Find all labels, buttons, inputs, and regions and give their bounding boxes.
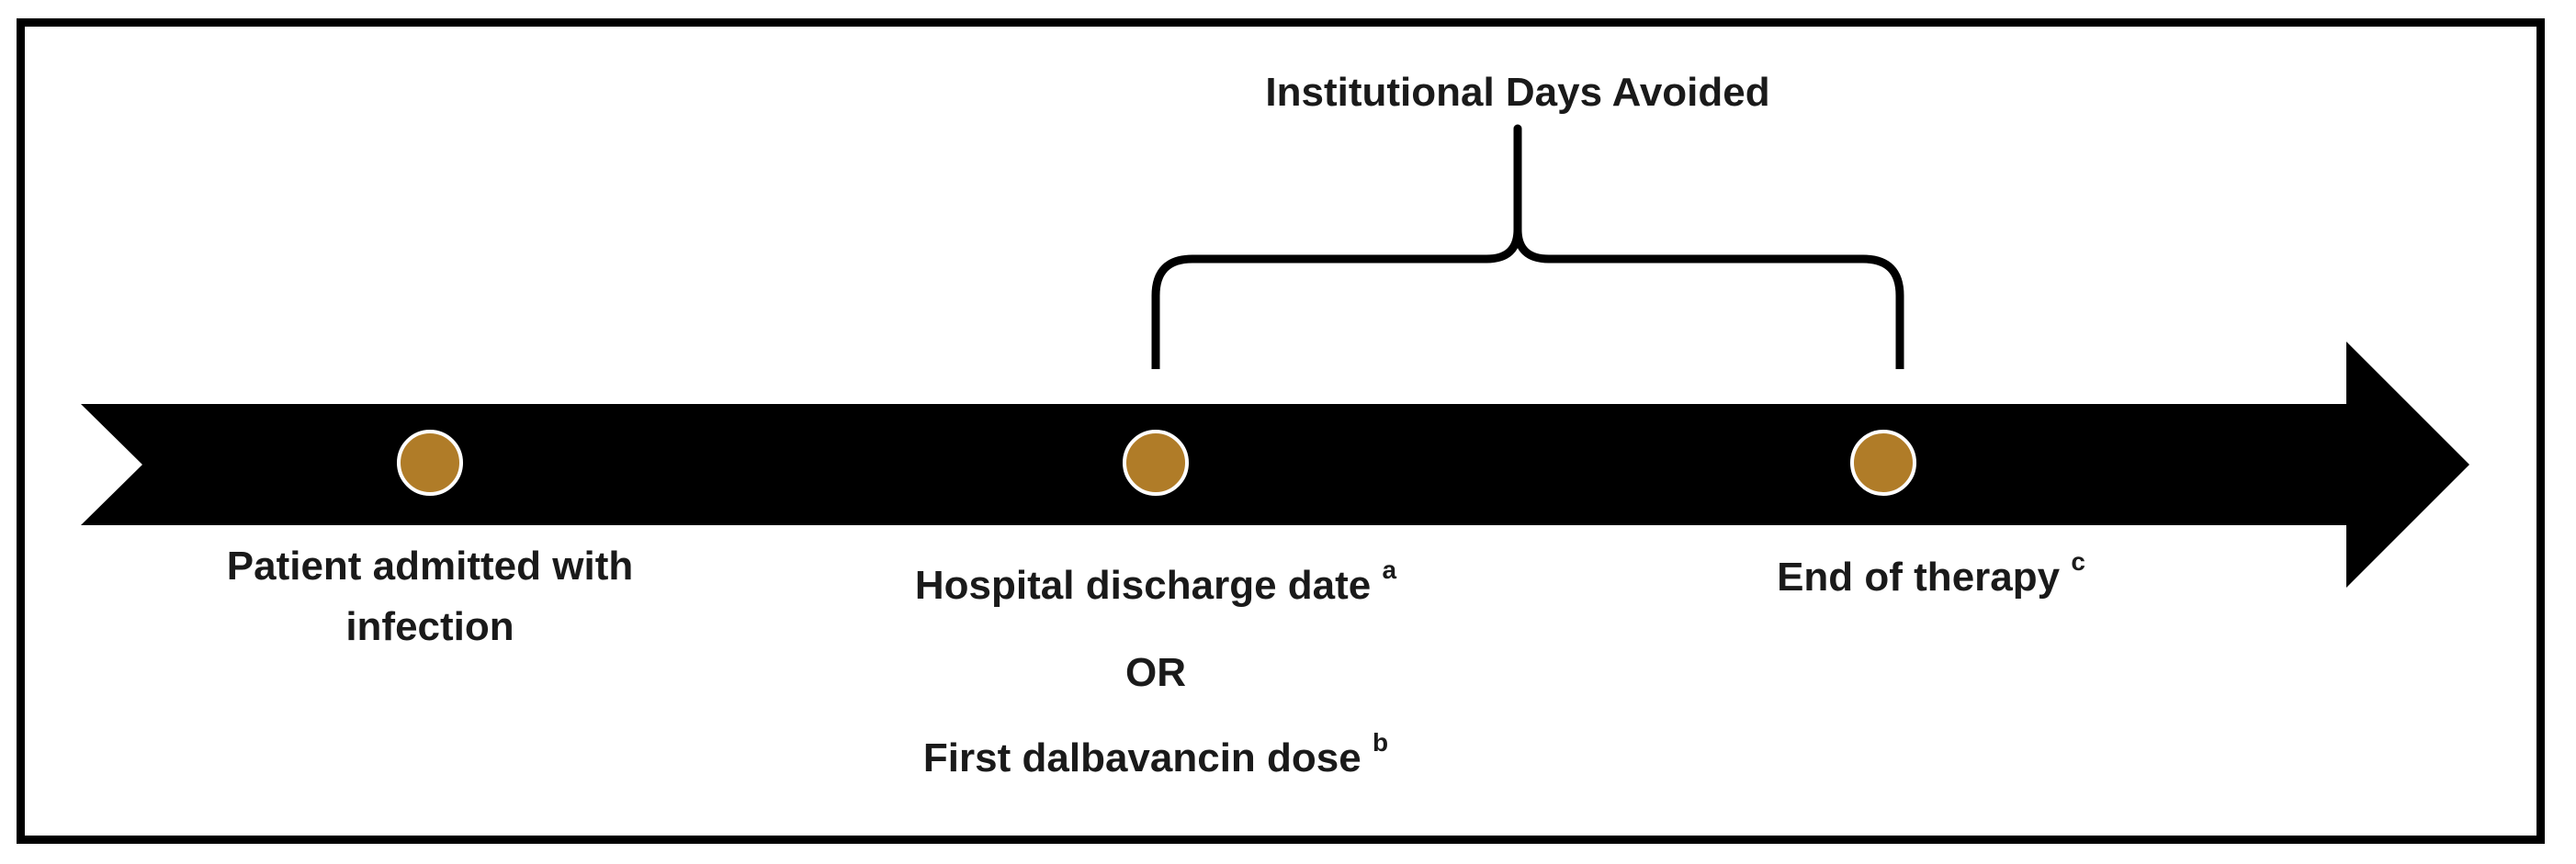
label-or-text: OR	[1125, 650, 1186, 695]
diagram-title: Institutional Days Avoided	[1058, 62, 1977, 123]
timeline-arrow	[81, 342, 2469, 588]
marker-discharge	[1123, 430, 1189, 496]
marker-end-of-therapy	[1850, 430, 1916, 496]
label-end-of-therapy-text: End of therapy	[1777, 555, 2061, 600]
footnote-marker-a: a	[1382, 555, 1397, 585]
diagram-frame	[17, 18, 2545, 844]
title-text: Institutional Days Avoided	[1265, 70, 1770, 115]
footnote-marker-b: b	[1372, 728, 1389, 757]
label-first-dose: First dalbavancin dose b	[788, 728, 1523, 789]
label-or: OR	[1018, 643, 1294, 703]
label-first-dose-text: First dalbavancin dose	[922, 735, 1361, 780]
label-admission-line2: infection	[345, 604, 514, 649]
days-avoided-brace	[1151, 124, 1904, 369]
label-end-of-therapy: End of therapy c	[1655, 547, 2207, 608]
marker-admission	[397, 430, 463, 496]
label-discharge-text: Hospital discharge date	[914, 563, 1372, 608]
footnote-marker-c: c	[2071, 547, 2085, 577]
label-admission-line1: Patient admitted with	[226, 544, 634, 589]
label-discharge: Hospital discharge date a	[788, 555, 1523, 616]
label-admission: Patient admitted with infection	[108, 536, 751, 657]
